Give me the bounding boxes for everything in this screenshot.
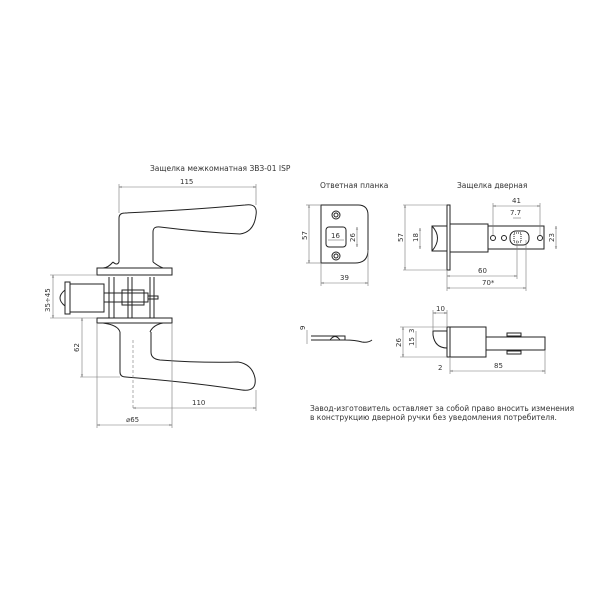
dim-3: 3	[408, 329, 416, 333]
drawing-title: Защелка межкомнатная ЗВЗ-01 ISP	[150, 164, 291, 173]
latch-top-view: 57 18 41 7.7 23 60 70*	[397, 197, 556, 291]
dim-62: 62	[73, 343, 81, 352]
dim-57-strike: 57	[301, 231, 309, 240]
dim-85: 85	[494, 362, 503, 370]
strike-plate: 57 39 16 26 9	[299, 205, 373, 344]
dim-115: 115	[180, 178, 193, 186]
dim-65: ⌀65	[126, 416, 139, 424]
dim-23: 23	[548, 233, 556, 242]
dim-26-side: 26	[395, 338, 403, 347]
dim-9: 9	[299, 326, 307, 330]
dim-26: 26	[349, 233, 357, 242]
note-line-2: в конструкцию дверной ручки без уведомле…	[310, 413, 557, 422]
dim-18: 18	[412, 233, 420, 242]
dim-70: 70*	[482, 279, 495, 287]
dim-10: 10	[436, 305, 445, 313]
dim-7-7: 7.7	[510, 209, 521, 217]
dim-15: 15	[408, 337, 416, 346]
note-line-1: Завод-изготовитель оставляет за собой пр…	[310, 404, 574, 413]
handle-assembly	[59, 204, 257, 410]
dim-35-45: 35÷45	[44, 288, 52, 312]
dim-2: 2	[438, 364, 442, 372]
latch-title: Защелка дверная	[457, 181, 527, 190]
handle-dimensions: 115 35÷45 62 110 ⌀65	[44, 178, 256, 428]
strike-plate-title: Ответная планка	[320, 181, 388, 190]
dim-41: 41	[512, 197, 521, 205]
latch-side-view: 10 26 15 3 85 2	[395, 305, 545, 374]
dim-57-latch: 57	[397, 233, 405, 242]
dim-110: 110	[192, 399, 205, 407]
dim-16: 16	[331, 232, 340, 240]
dim-39: 39	[340, 274, 349, 282]
dim-60: 60	[478, 267, 487, 275]
